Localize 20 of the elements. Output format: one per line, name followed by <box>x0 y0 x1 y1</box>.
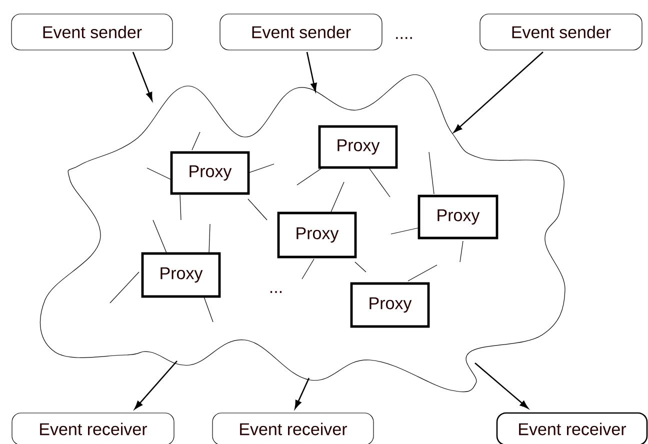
receiver-box: Event receiver <box>212 412 374 444</box>
proxy-box: Proxy <box>350 282 430 328</box>
receiver-box: Event receiver <box>496 412 648 444</box>
cloud-shape <box>40 74 566 392</box>
arrow <box>294 378 310 409</box>
sender-box: Event sender <box>11 14 173 50</box>
proxy-box: Proxy <box>170 151 250 195</box>
proxy-box: Proxy <box>141 252 221 298</box>
receiver-box: Event receiver <box>12 412 174 444</box>
arrow <box>306 52 317 92</box>
arrow <box>132 52 153 101</box>
proxy-box: Proxy <box>277 212 357 258</box>
proxy-box: Proxy <box>318 125 398 169</box>
arrow <box>134 360 178 410</box>
sender-box: Event sender <box>480 14 642 50</box>
ellipsis: ... <box>270 291 282 293</box>
sender-box: Event sender <box>220 14 382 50</box>
proxy-box: Proxy <box>418 194 498 240</box>
arrow <box>474 362 528 409</box>
arrow <box>454 52 544 133</box>
